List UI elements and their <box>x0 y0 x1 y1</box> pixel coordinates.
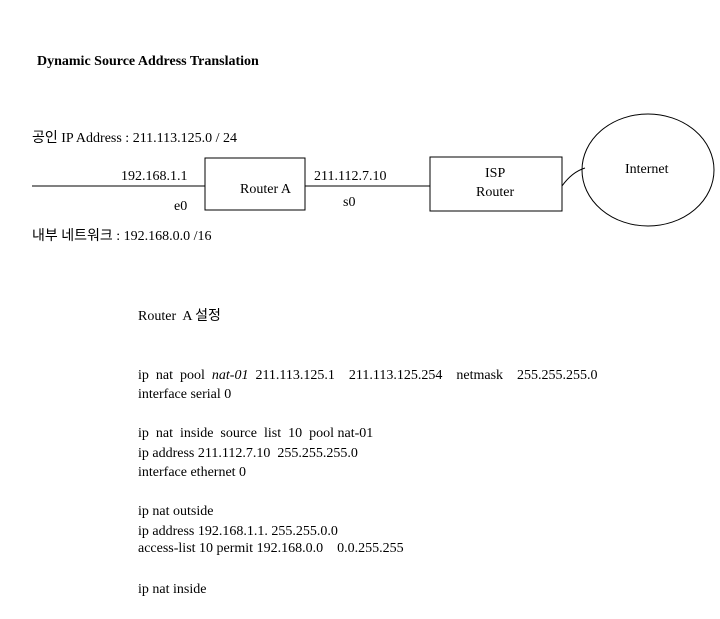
config-inside-source: ip nat inside source list 10 pool nat-01 <box>138 426 374 441</box>
router-a-right-iface: s0 <box>343 195 356 210</box>
public-ip-label: 공인 IP Address : 211.113.125.0 / 24 <box>32 131 238 146</box>
serial-line-1: interface serial 0 <box>138 387 232 402</box>
router-a-label: Router A <box>240 182 291 197</box>
isp-router-line2: Router <box>476 185 515 200</box>
access-list-config: access-list 10 permit 192.168.0.0 0.0.25… <box>138 500 404 578</box>
internet-link <box>561 167 586 187</box>
router-a-right-ip: 211.112.7.10 <box>314 169 387 184</box>
config-pool-prefix: ip nat pool <box>138 367 212 383</box>
internet-circle <box>581 113 715 227</box>
config-pool-range: 211.113.125.1 211.113.125.254 netmask 25… <box>248 367 598 383</box>
router-config: Router A 설정 ip nat pool nat-01 211.113.1… <box>138 268 598 463</box>
internal-network-label: 내부 네트워크 : 192.168.0.0 /16 <box>32 229 212 244</box>
config-pool-name: nat-01 <box>211 367 249 383</box>
internet-label: Internet <box>625 162 669 177</box>
ethernet-line-3: ip nat inside <box>138 582 207 597</box>
router-a-left-ip: 192.168.1.1 <box>121 169 188 184</box>
config-nat-pool: ip nat pool nat-01 211.113.125.1 211.113… <box>138 366 598 386</box>
isp-router-line1: ISP <box>485 166 506 181</box>
network-diagram <box>32 113 715 227</box>
config-heading: Router A 설정 <box>138 309 221 324</box>
isp-router-box <box>429 156 563 212</box>
router-a-left-iface: e0 <box>174 199 188 214</box>
router-a-box <box>204 157 306 211</box>
access-list-line: access-list 10 permit 192.168.0.0 0.0.25… <box>138 541 404 556</box>
serial-line-3: ip nat outside <box>138 504 214 519</box>
page-title: Dynamic Source Address Translation <box>37 54 259 69</box>
ethernet-line-2: ip address 192.168.1.1. 255.255.0.0 <box>138 523 338 539</box>
serial-line-2: ip address 211.112.7.10 255.255.255.0 <box>138 445 358 461</box>
serial-config: interface serial 0 ip address 211.112.7.… <box>138 346 358 541</box>
ethernet-line-1: interface ethernet 0 <box>138 465 247 480</box>
